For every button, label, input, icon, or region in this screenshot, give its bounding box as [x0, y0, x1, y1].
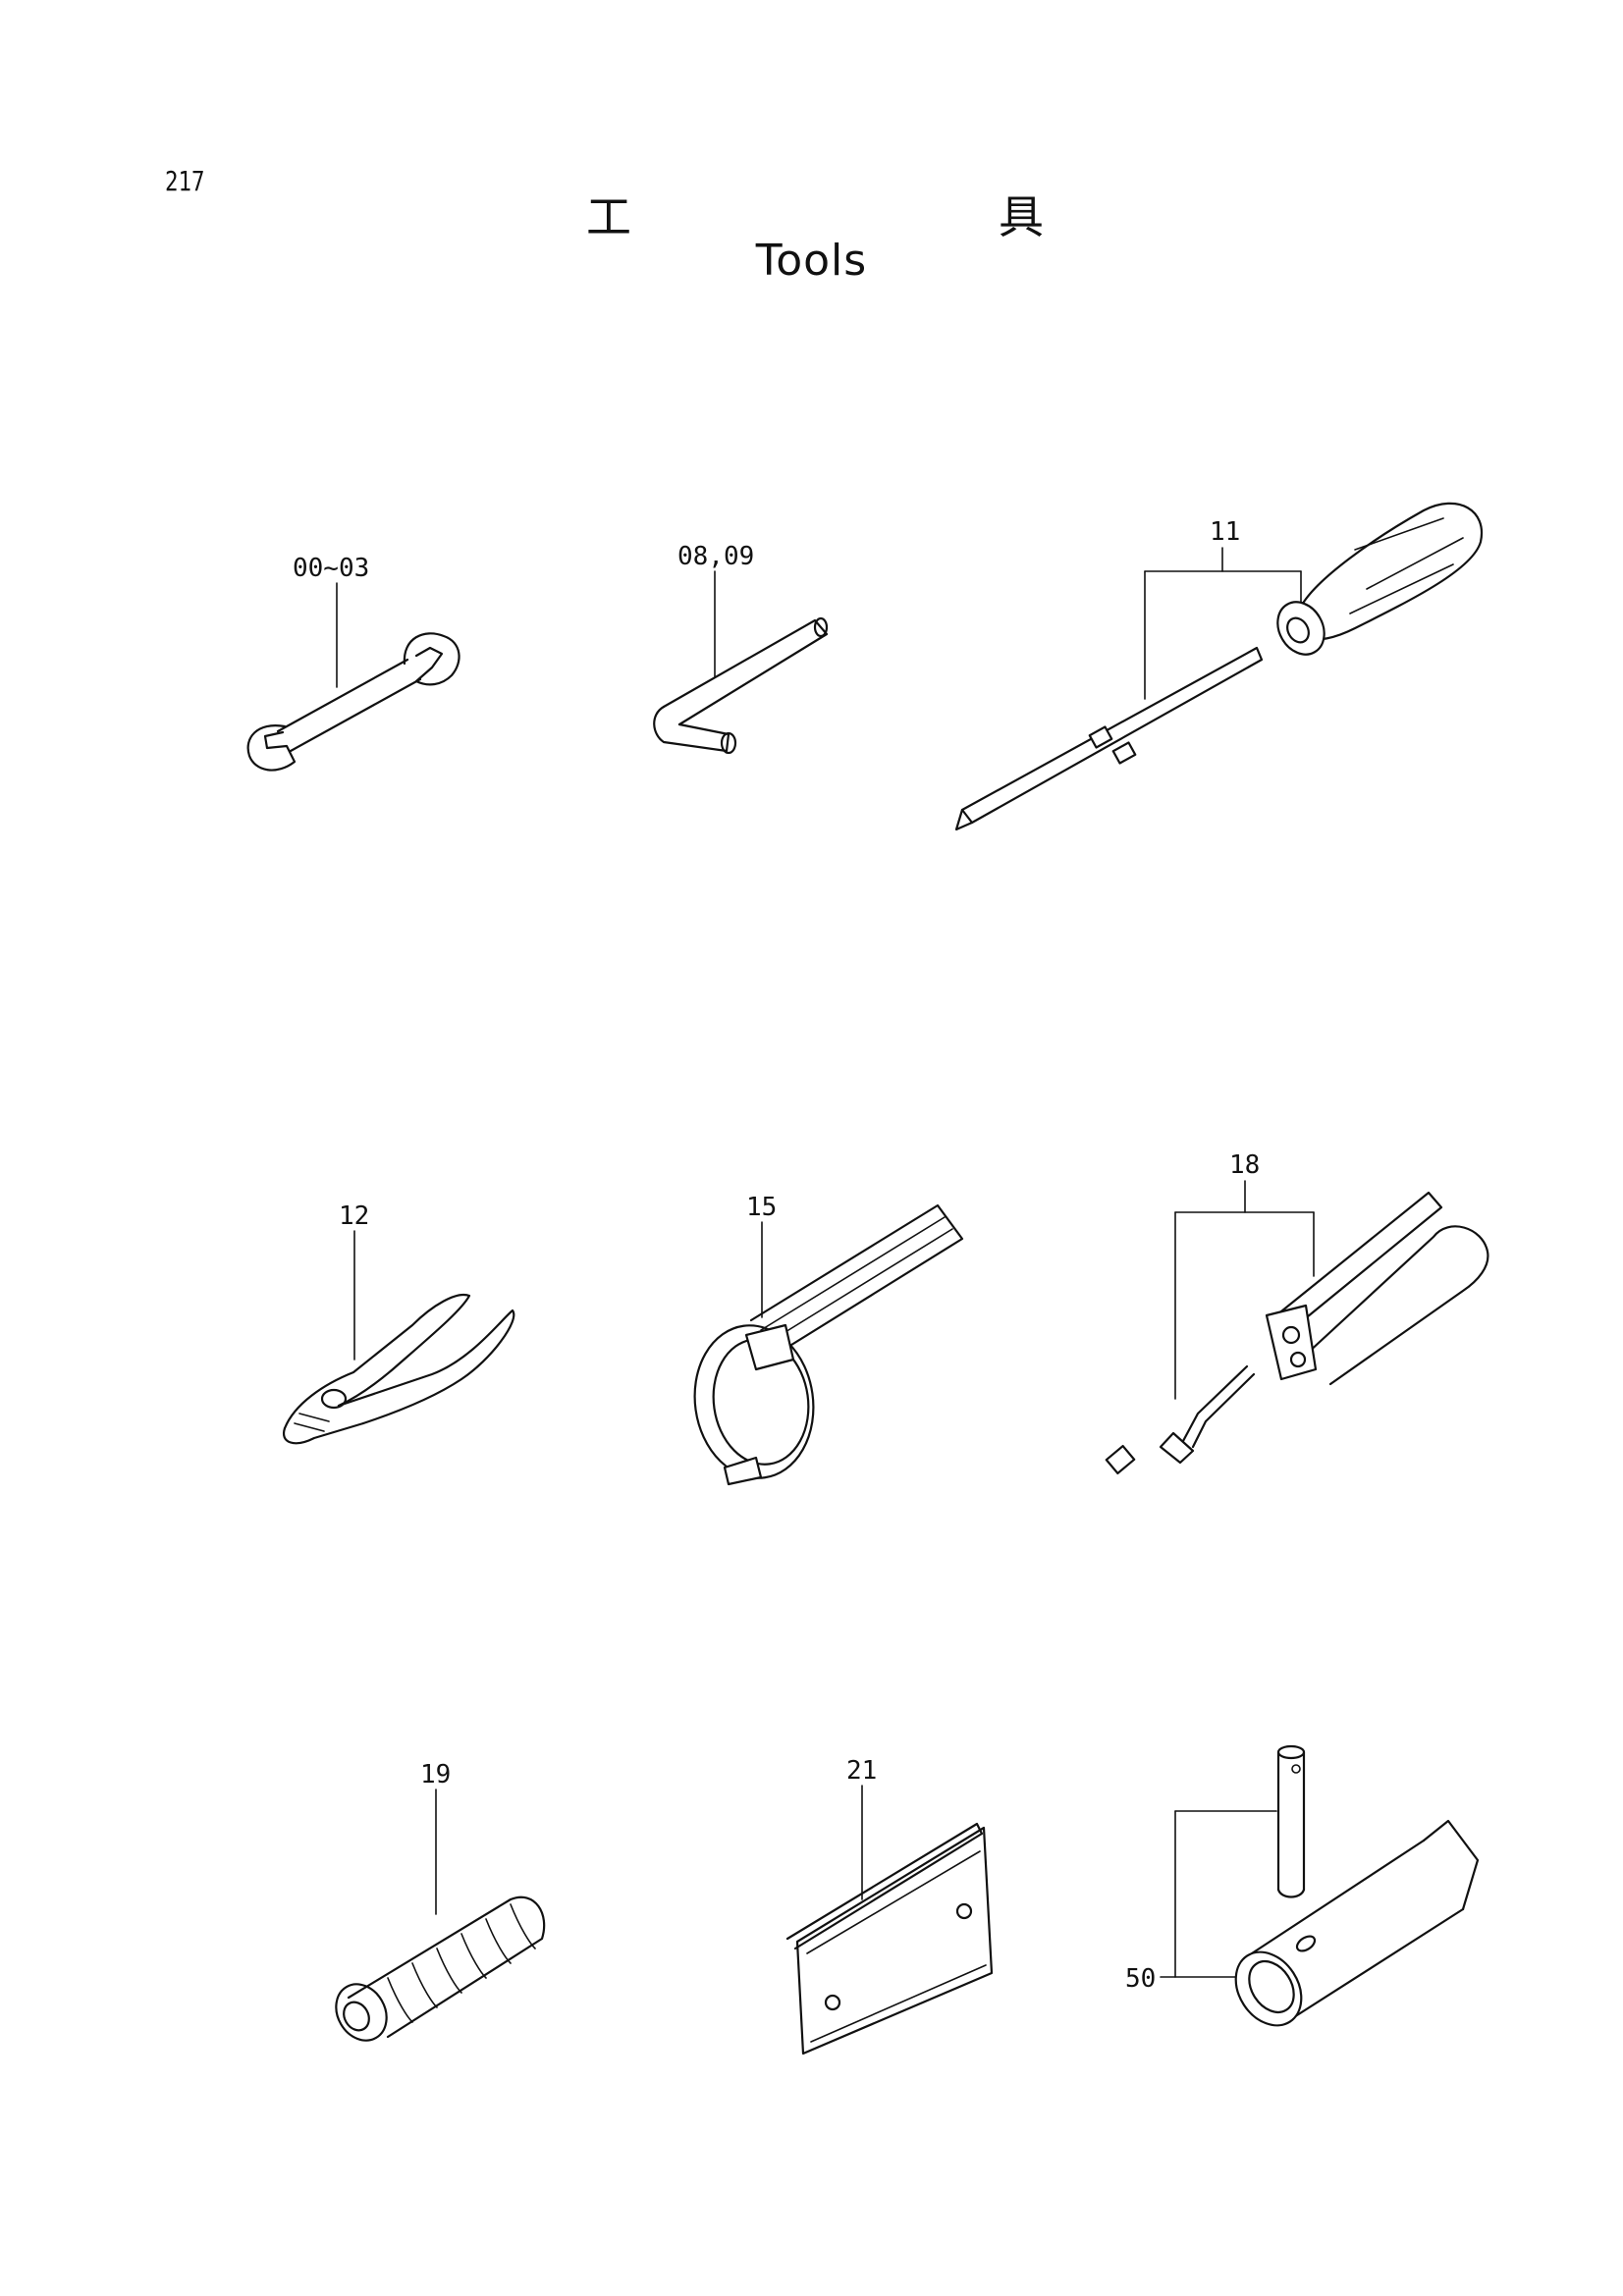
callout-pliers: 12 — [339, 1201, 369, 1231]
callout-screwdriver: 11 — [1210, 517, 1240, 547]
pliers-illustration — [282, 1293, 515, 1445]
title-jp-char-1: 工 — [586, 190, 631, 243]
callout-filter-wrench: 15 — [746, 1193, 777, 1222]
hex-key-illustration — [653, 616, 829, 755]
screwdriver-handle — [1276, 502, 1484, 656]
callout-boot: 19 — [420, 1760, 451, 1789]
callout-hex-key: 08,09 — [677, 542, 754, 571]
callout-wrench: 00~03 — [293, 554, 369, 583]
callout-tool-bag: 21 — [846, 1756, 877, 1786]
pliers-group: 12 — [282, 1201, 515, 1445]
screwdriver-shaft — [954, 646, 1264, 831]
boot-illustration — [335, 1896, 546, 2042]
wrench-group: 00~03 — [246, 554, 460, 772]
title-japanese: 工 具 — [550, 182, 1080, 246]
tool-bag-illustration — [785, 1822, 994, 2056]
grease-gun-nozzle — [1105, 1364, 1256, 1475]
tommy-bar — [1276, 1744, 1306, 1898]
filter-wrench-illustration — [693, 1203, 964, 1486]
hex-key-group: 08,09 — [653, 542, 829, 755]
grease-gun-body — [1265, 1191, 1489, 1386]
page-number: 217 — [165, 165, 205, 197]
tool-bag-group: 21 — [785, 1756, 994, 2056]
title-english-text: Tools — [755, 236, 868, 286]
callout-grease-gun: 18 — [1229, 1150, 1260, 1180]
wrench-illustration — [246, 632, 460, 772]
box-wrench-tube — [1234, 1819, 1480, 2027]
box-wrench-group: 50 — [1125, 1744, 1480, 2027]
callout-box-wrench: 50 — [1125, 1964, 1156, 1994]
grease-gun-group: 18 — [1105, 1150, 1489, 1475]
boot-group: 19 — [335, 1760, 546, 2042]
screwdriver-group: 11 — [954, 502, 1484, 831]
title-english: Tools — [0, 236, 1623, 286]
filter-wrench-group: 15 — [693, 1193, 964, 1486]
title-jp-char-2: 具 — [999, 190, 1044, 243]
